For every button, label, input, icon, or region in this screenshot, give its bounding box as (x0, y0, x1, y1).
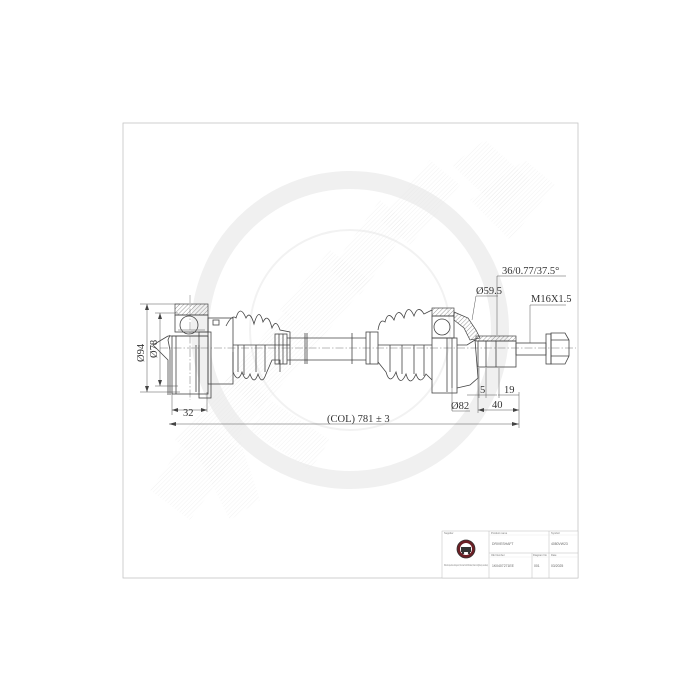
dim-left-width: 32 (183, 408, 194, 419)
oe-number-label: OE Number (491, 553, 505, 557)
shaft (287, 333, 366, 364)
supplier-address: DMA Ltd. Aleja Artura Grottgera 4, Brzoz… (444, 563, 488, 567)
diagram-no: 001 (534, 564, 540, 568)
boot-right (365, 309, 433, 382)
outer-joint-right (431, 307, 570, 394)
dim-outer-diameter: Ø94 (136, 343, 147, 362)
product-name: DRIVESHAFT (492, 542, 513, 546)
supplier-label: Supplier (444, 531, 454, 535)
product-name-label: Product name (491, 531, 508, 535)
dim-thread: M16X1.5 (531, 294, 572, 305)
dim-5: 5 (480, 385, 485, 396)
watermark-logo (150, 140, 555, 520)
date-value: 03/2025 (551, 564, 563, 568)
symbol-value: 4080VW23 (551, 542, 568, 546)
dim-19: 19 (504, 385, 515, 396)
boot-left (225, 310, 291, 381)
diagram-no-label: Diagram No (533, 553, 547, 557)
oe-number: 1K0407271EE (492, 564, 515, 568)
date-label: Date (551, 553, 557, 557)
symbol-label: Symbol (551, 531, 560, 535)
dim-inner-diameter: Ø78 (149, 340, 160, 358)
dim-seal-diameter: Ø59.5 (476, 286, 502, 297)
title-block (441, 530, 579, 579)
drawing-frame (122, 122, 579, 579)
dim-spline-spec: 36/0.77/37.5° (502, 266, 559, 277)
dim-overall-length: (COL) 781 ± 3 (327, 414, 390, 425)
dim-boot-diameter: Ø82 (451, 401, 469, 412)
dimension-lines (140, 275, 566, 428)
inner-joint-left (152, 303, 234, 399)
dim-40: 40 (492, 400, 503, 411)
